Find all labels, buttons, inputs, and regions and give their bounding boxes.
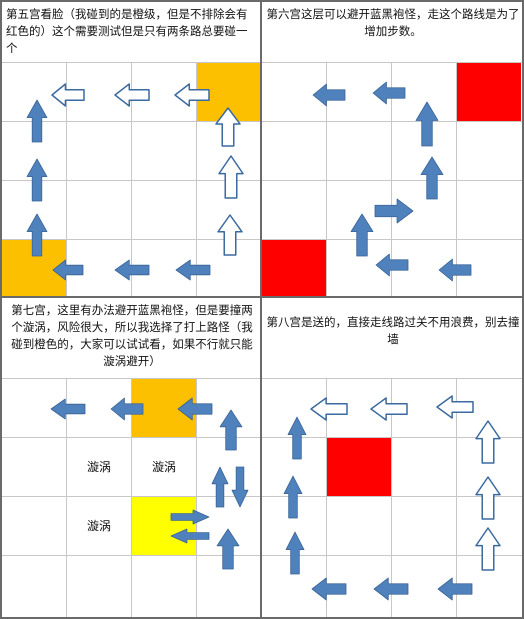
arrow-outline-icon [310, 397, 348, 421]
arrow-filled-icon [114, 259, 150, 281]
caption-panel-6: 第六宫这层可以避开蓝黑袍怪，走这个路线是为了增加步数。 [266, 7, 520, 38]
arrow-outline-icon [217, 214, 243, 256]
arrow-outline-icon [475, 420, 501, 464]
arrow-filled-icon [175, 259, 211, 281]
arrow-filled-icon [283, 475, 303, 519]
arrow-filled-icon [231, 466, 249, 508]
arrow-outline-icon [436, 395, 474, 419]
arrow-filled-icon [170, 528, 210, 544]
arrow-outline-icon [218, 155, 244, 199]
caption-panel-8: 第八宫是送的，直接走线路过关不用浪费，别去撞墙 [266, 315, 520, 346]
arrow-filled-icon [438, 258, 472, 282]
caption-panel-7: 第七宫，这里有办法避开蓝黑袍怪，但是要撞两个漩涡，风险很大，所以我选择了打上路怪… [11, 303, 253, 368]
arrow-outline-icon [114, 83, 150, 107]
arrow-outline-icon [51, 83, 85, 107]
vortex-label: 漩涡 [86, 519, 111, 533]
cell-red-p8 [327, 438, 391, 496]
arrow-outline-icon [215, 107, 241, 147]
arrow-filled-icon [177, 397, 213, 421]
arrow-outline-icon [174, 83, 210, 107]
arrow-filled-icon [26, 213, 48, 257]
arrow-outline-icon [475, 527, 501, 571]
cell-yellow-p7 [132, 497, 196, 555]
caption-panel-5: 第五宫看脸（我碰到的是橙级，但是不排除会有红色的）这个需要测试但是只有两条路总要… [6, 7, 248, 55]
arrow-filled-icon [26, 158, 48, 202]
arrow-outline-icon [475, 476, 501, 520]
arrow-filled-icon [52, 259, 84, 281]
arrow-filled-icon [219, 409, 243, 451]
vortex-label: 漩涡 [151, 460, 176, 474]
arrow-filled-icon [26, 99, 48, 143]
arrow-filled-icon [287, 416, 307, 460]
arrow-filled-icon [211, 466, 229, 508]
arrow-filled-icon [415, 101, 439, 147]
arrow-filled-icon [373, 577, 409, 601]
arrow-filled-icon [216, 528, 240, 570]
arrow-filled-icon [437, 577, 473, 601]
arrow-filled-icon [311, 577, 347, 601]
arrow-filled-icon [375, 253, 409, 277]
arrow-filled-icon [372, 81, 406, 105]
arrow-filled-icon [312, 83, 346, 107]
arrow-filled-icon [110, 397, 144, 421]
cell-red-p6-bottom [262, 240, 326, 296]
arrow-filled-icon [374, 198, 414, 224]
arrow-filled-icon [285, 531, 305, 575]
arrow-filled-icon [350, 213, 374, 257]
vortex-label: 漩涡 [86, 460, 111, 474]
arrow-filled-icon [420, 156, 444, 200]
cell-red-p6-top [457, 63, 521, 122]
arrow-filled-icon [170, 509, 210, 525]
arrow-filled-icon [50, 398, 86, 420]
arrow-outline-icon [370, 397, 408, 421]
